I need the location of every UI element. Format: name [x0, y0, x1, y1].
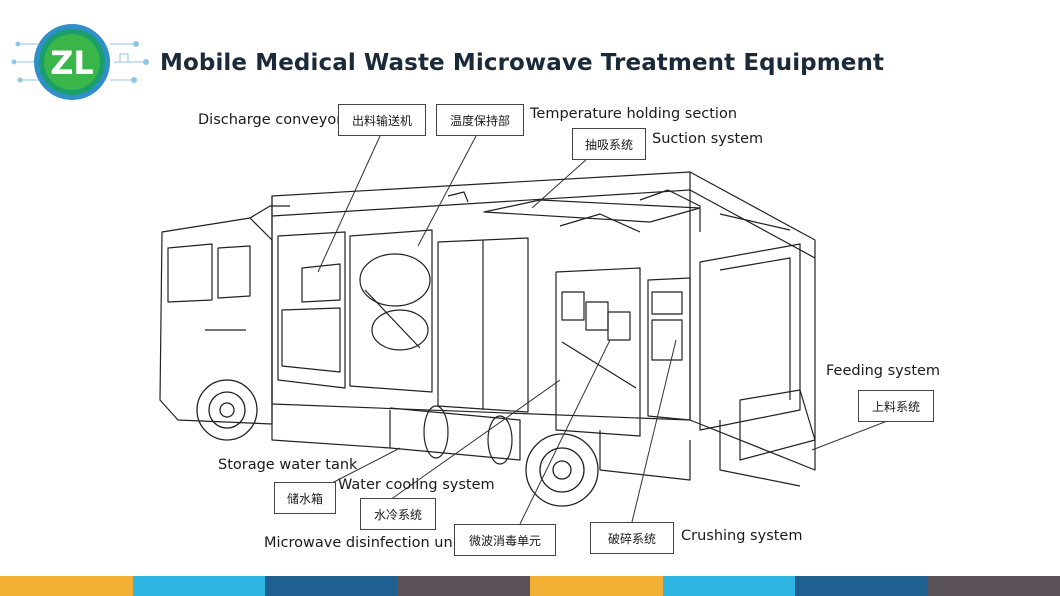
- footer-color-segment: [397, 576, 531, 596]
- footer-color-segment: [795, 576, 928, 596]
- temperature-holding-label: Temperature holding section: [530, 106, 738, 122]
- footer-color-segment: [530, 576, 663, 596]
- svg-text:ZL: ZL: [50, 44, 94, 82]
- feeding-system-zh-label: 上料系统: [858, 390, 934, 422]
- temperature-holding-zh-label: 温度保持部: [436, 104, 524, 136]
- suction-system-zh-label: 抽吸系统: [572, 128, 646, 160]
- storage-water-tank-label: Storage water tank: [218, 457, 358, 473]
- microwave-disinfection-zh-label: 微波消毒单元: [454, 524, 556, 556]
- footer-color-segment: [0, 576, 133, 596]
- zl-logo-icon: ZL: [11, 24, 149, 100]
- microwave-disinfection-label: Microwave disinfection unit: [264, 535, 463, 551]
- footer-color-segment: [662, 576, 796, 596]
- feeding-system-label: Feeding system: [826, 363, 941, 379]
- footer-color-segment: [927, 576, 1060, 596]
- water-cooling-label: Water cooling system: [338, 477, 495, 493]
- discharge-conveyor-zh-label: 出料输送机: [338, 104, 426, 136]
- discharge-conveyor-label: Discharge conveyor: [198, 112, 343, 128]
- crushing-system-label: Crushing system: [681, 528, 803, 544]
- water-cooling-zh-label: 水冷系统: [360, 498, 436, 530]
- page-title: Mobile Medical Waste Microwave Treatment…: [160, 50, 885, 76]
- footer-color-segment: [265, 576, 398, 596]
- storage-water-tank-zh-label: 储水箱: [274, 482, 336, 514]
- footer-color-segment: [132, 576, 266, 596]
- crushing-system-zh-label: 破碎系统: [590, 522, 674, 554]
- suction-system-label: Suction system: [652, 131, 764, 147]
